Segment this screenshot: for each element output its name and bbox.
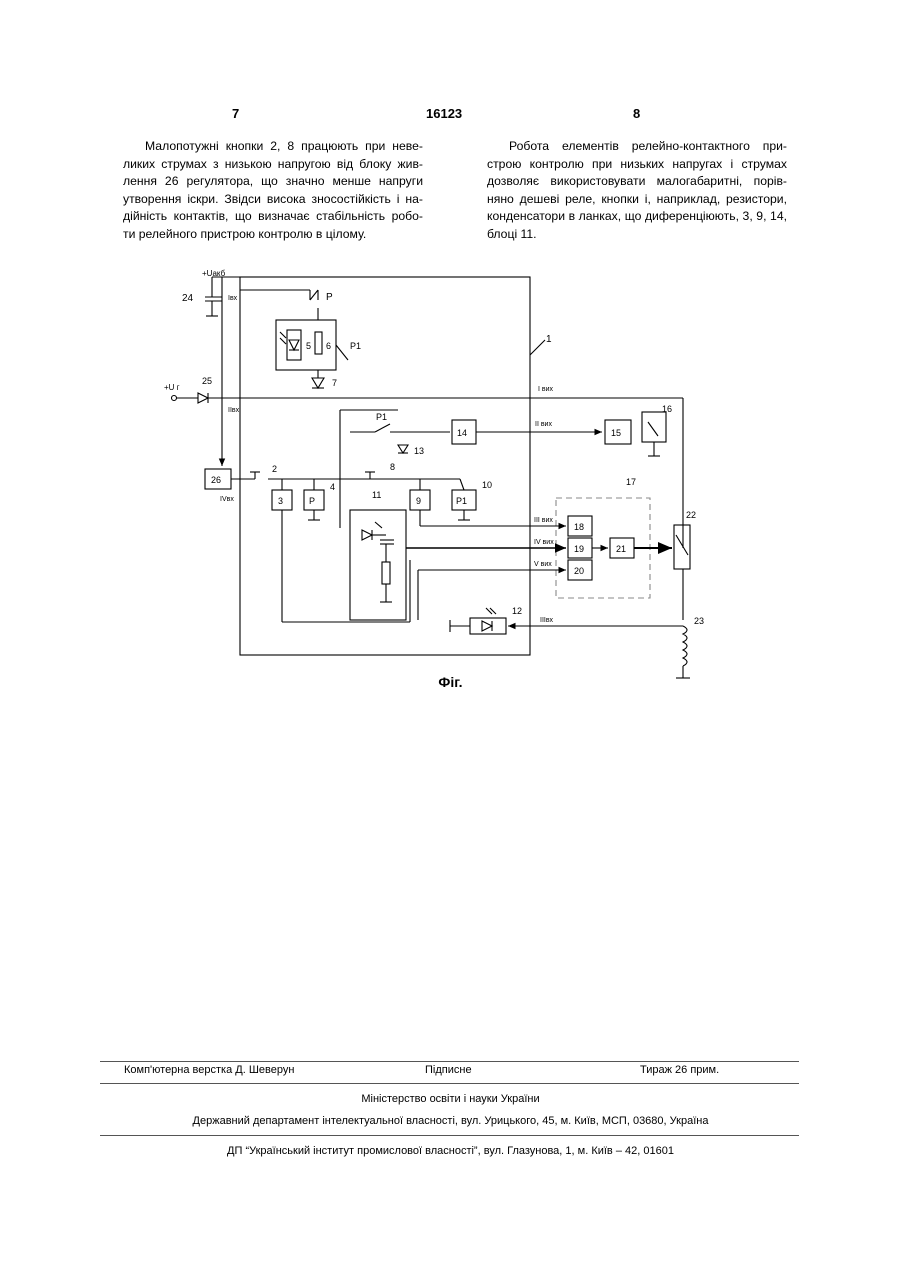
label-6: 6	[326, 341, 331, 351]
iv-vh-label: IVвх	[220, 496, 234, 503]
iii-vh-label: IIIвх	[540, 617, 554, 624]
relay-p-label: Р	[326, 292, 333, 303]
footer-department: Державний департамент інтелектуальної вл…	[0, 1115, 901, 1127]
figure-caption: Фіг.	[0, 674, 901, 690]
patent-number: 16123	[426, 106, 462, 121]
circuit-schematic: 1 +Uакб 24 Iвх Р 5 6 Р1 7 +U г 25 I вих …	[150, 260, 710, 680]
block-20: 20	[574, 566, 584, 576]
label-10: 10	[482, 480, 492, 490]
block-18: 18	[574, 522, 584, 532]
v-vyh-label: V вих	[534, 561, 552, 568]
block-4-p: Р	[309, 496, 315, 506]
iii-vyh-label: III вих	[534, 517, 553, 524]
footer-signed: Підписне	[425, 1064, 472, 1076]
label-2: 2	[272, 464, 277, 474]
footer-rule-top	[100, 1061, 799, 1062]
block-14: 14	[457, 428, 467, 438]
right-page-number: 8	[633, 106, 640, 121]
right-column-text: Робота елементів релейно-контактного при…	[487, 138, 787, 244]
supply-akb-label: +Uакб	[202, 269, 226, 278]
block-19: 19	[574, 544, 584, 554]
label-1: 1	[546, 334, 552, 345]
label-16: 16	[662, 404, 672, 414]
right-paragraph: Робота елементів релейно-контактного при…	[487, 138, 787, 244]
label-23: 23	[694, 616, 704, 626]
label-22: 22	[686, 510, 696, 520]
ii-vyh-label: II вих	[535, 421, 552, 428]
footer-institute: ДП “Український інститут промислової вла…	[0, 1145, 901, 1157]
block-15: 15	[611, 428, 621, 438]
relay-p1-label: Р1	[350, 341, 361, 351]
i-vh-label: Iвх	[228, 295, 238, 302]
footer-circulation: Тираж 26 прим.	[640, 1064, 719, 1076]
label-12: 12	[512, 606, 522, 616]
relay-p1-contact-label: Р1	[376, 412, 387, 422]
label-7: 7	[332, 378, 337, 388]
label-13: 13	[414, 446, 424, 456]
left-page-number: 7	[232, 106, 239, 121]
block-1-frame	[240, 277, 530, 655]
footer-layout: Комп'ютерна верстка Д. Шеверун	[124, 1064, 294, 1076]
block-10-p1: Р1	[456, 496, 467, 506]
left-paragraph: Малопотужні кнопки 2, 8 працюють при нев…	[123, 138, 423, 244]
label-26: 26	[211, 475, 221, 485]
supply-g-label: +U г	[164, 383, 180, 392]
block-9: 9	[416, 496, 421, 506]
label-8: 8	[390, 462, 395, 472]
label-11: 11	[372, 490, 381, 500]
footer-rule-bottom	[100, 1135, 799, 1136]
footer-rule-mid	[100, 1083, 799, 1084]
label-17: 17	[626, 477, 636, 487]
label-5: 5	[306, 341, 311, 351]
ii-vh-label: IIвх	[228, 407, 240, 414]
label-24: 24	[182, 293, 194, 304]
footer-ministry: Міністерство освіти і науки України	[0, 1093, 901, 1105]
left-column-text: Малопотужні кнопки 2, 8 працюють при нев…	[123, 138, 423, 244]
block-3: 3	[278, 496, 283, 506]
label-25: 25	[202, 376, 212, 386]
label-4: 4	[330, 482, 335, 492]
i-vyh-label: I вих	[538, 386, 554, 393]
iv-vyh-label: IV вих	[534, 539, 554, 546]
block-21: 21	[616, 544, 626, 554]
